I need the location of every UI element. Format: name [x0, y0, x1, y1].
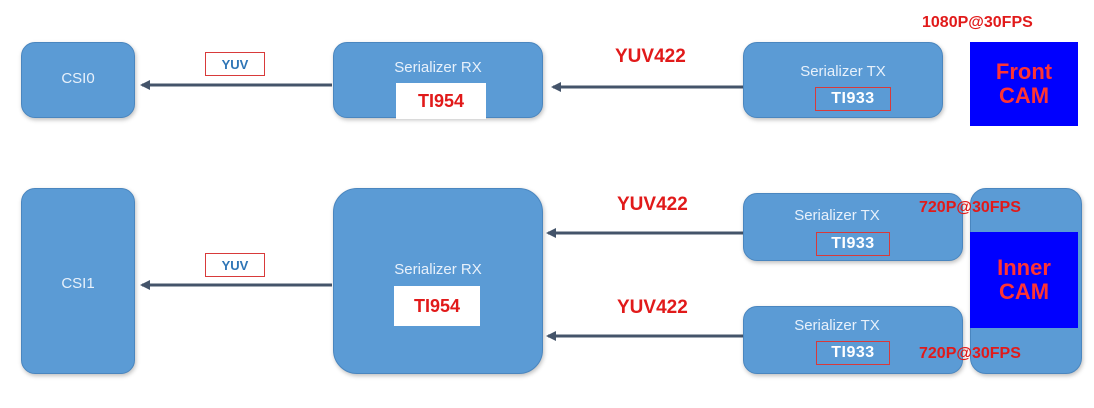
inner-cam-line1: Inner [997, 254, 1051, 280]
yuv-tag-top: YUV [205, 52, 265, 76]
ti933-chip-top: TI933 [815, 87, 891, 111]
front-cam-line2: CAM [998, 83, 1050, 108]
resolution-bottom-1: 720P@30FPS [919, 199, 1021, 216]
csi1-block: CSI1 [21, 188, 135, 374]
yuv-tag-bottom: YUV [205, 253, 265, 277]
ti933-chip-bottom-1: TI933 [816, 232, 890, 256]
ti954-chip-top: TI954 [396, 83, 486, 119]
resolution-bottom-2: 720P@30FPS [919, 345, 1021, 362]
serializer-tx-top-title: Serializer TX [800, 63, 886, 80]
ti933-chip-bottom-2: TI933 [816, 341, 890, 365]
serializer-tx-bottom-1: Serializer TX TI933 [743, 193, 963, 261]
serializer-tx-top: Serializer TX TI933 [743, 42, 943, 118]
link-label-bottom-1: YUV422 [617, 194, 688, 215]
front-cam-line1: Front [995, 58, 1053, 84]
serializer-tx-bottom-1-title: Serializer TX [794, 207, 880, 224]
link-label-top: YUV422 [615, 46, 686, 67]
front-cam: Front CAM [970, 42, 1078, 126]
csi1-label: CSI1 [61, 275, 95, 292]
serializer-tx-bottom-2: Serializer TX TI933 [743, 306, 963, 374]
serializer-rx-bottom: Serializer RX TI954 [333, 188, 543, 374]
serializer-tx-bottom-2-title: Serializer TX [794, 317, 880, 334]
inner-cam: Inner CAM [970, 232, 1078, 328]
ti954-chip-bottom: TI954 [394, 286, 480, 326]
inner-cam-line2: CAM [998, 279, 1050, 304]
csi0-block: CSI0 [21, 42, 135, 118]
csi0-label: CSI0 [61, 70, 95, 87]
serializer-rx-bottom-title: Serializer RX [394, 261, 482, 278]
serializer-rx-top: Serializer RX TI954 [333, 42, 543, 119]
serializer-rx-top-title: Serializer RX [394, 59, 482, 76]
resolution-top: 1080P@30FPS [922, 14, 1033, 31]
link-label-bottom-2: YUV422 [617, 297, 688, 318]
